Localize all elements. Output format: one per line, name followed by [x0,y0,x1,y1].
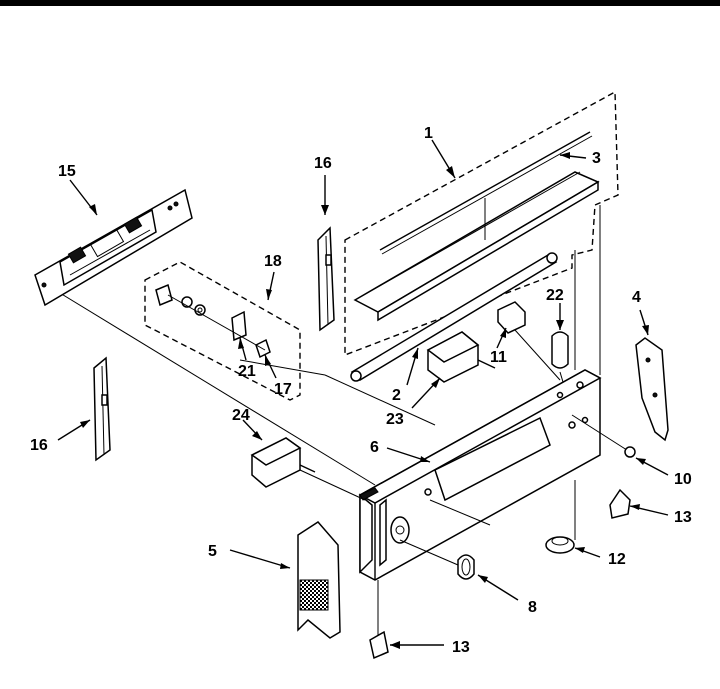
callout-15: 15 [58,163,76,180]
arrowheads [80,152,649,649]
callout-2: 2 [392,387,401,404]
callout-1: 1 [424,125,433,142]
callout-12: 12 [608,551,626,568]
callout-6: 6 [370,439,379,456]
callout-4: 4 [632,289,641,306]
part-16-lower-trim [93,356,111,462]
callout-8: 8 [528,599,537,616]
part-3-rod [379,131,591,251]
callout-21: 21 [238,363,256,380]
callout-16-upper: 16 [314,155,332,172]
part-16-upper-trim [317,226,335,332]
callout-13-bottom: 13 [452,639,470,656]
vent-grille [299,579,329,611]
part-11-holder [497,301,526,334]
callout-16-lower: 16 [30,437,48,454]
callout-5: 5 [208,543,217,560]
part-10-nut [624,446,636,458]
callout-18: 18 [264,253,282,270]
top-border [0,0,720,6]
callout-13-right: 13 [674,509,692,526]
callout-23: 23 [386,411,404,428]
part-8-knob [457,554,475,580]
group-box-18 [144,261,301,401]
panel-window [434,416,551,502]
part-22-capacitor [551,331,569,369]
callout-3: 3 [592,150,601,167]
group-box-1 [344,90,619,357]
part-4-bracket [635,337,669,442]
callout-17: 17 [274,381,292,398]
part-13-bottom-clip [369,630,389,660]
part-13-right-clip [609,488,631,519]
callout-22: 22 [546,287,564,304]
callout-10: 10 [674,471,692,488]
knob-opening [390,516,410,544]
callout-24: 24 [232,407,250,424]
callout-11: 11 [490,349,507,366]
